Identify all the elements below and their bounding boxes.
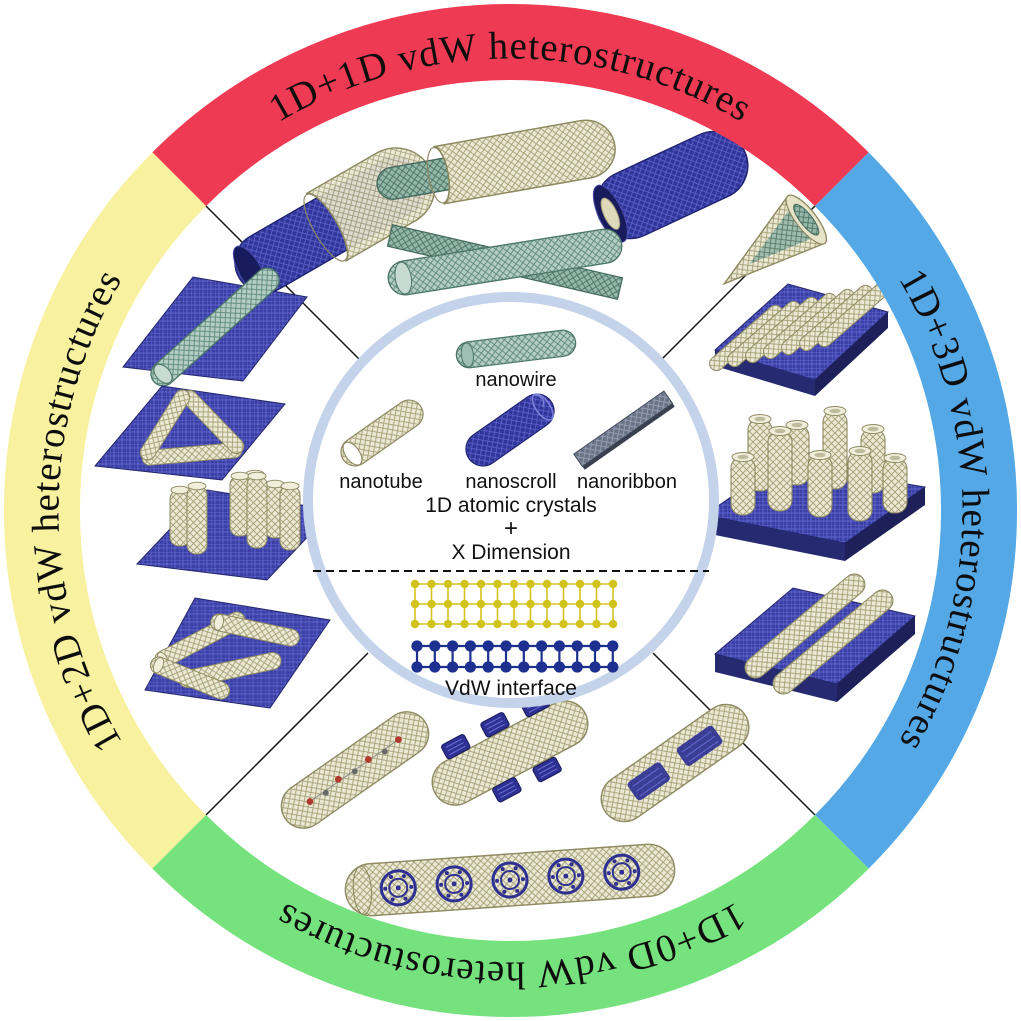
ring-segment-right	[814, 152, 1017, 869]
plus-sign: +	[504, 515, 518, 542]
divider-upper-left	[205, 205, 369, 369]
nanoscroll-label: nanoscroll	[465, 471, 556, 493]
nanowire-label: nanowire	[475, 369, 556, 391]
illustration-vertical-nanotubes-on-2d-sheet	[135, 469, 335, 581]
illustration-tapered-nanotube-cone	[722, 194, 828, 286]
illustration-molecules-in-nanotube	[280, 711, 430, 829]
vdw-interface-label: VdW interface	[445, 677, 577, 700]
illustration-nanoclusters-on-nanotube	[431, 691, 589, 806]
illustration-nanowires-in-nanotube	[600, 703, 750, 823]
illustration-scattered-nanotubes-on-2d-sheet	[144, 597, 331, 709]
illustration-nanotube-triangle-on-2d-sheet	[94, 385, 286, 481]
illustration-nanotube-in-open-sheath	[376, 119, 616, 205]
illustration-nanowire-in-nanotube	[592, 130, 749, 243]
nanoscroll-graphic	[465, 393, 555, 467]
divider-lower-left	[205, 652, 369, 816]
lower-lattice-graphic	[411, 640, 619, 673]
illustration-crossed-nanotube-and-nanoribbon	[386, 224, 624, 300]
crystals-line: 1D atomic crystals	[425, 494, 597, 517]
ring-band	[4, 4, 1017, 1017]
ring-segment-top	[152, 4, 869, 207]
illustration-parallel-nanotubes-on-crystal	[709, 280, 891, 396]
illustration-fullerene-chain-in-nanotube	[344, 843, 676, 917]
nanoribbon-graphic	[573, 390, 675, 470]
ring-segment-left	[4, 152, 207, 869]
dimension-line: X Dimension	[451, 541, 570, 564]
nanoribbon-label: nanoribbon	[577, 471, 677, 493]
illustration-nanotube-pair-on-crystal	[713, 573, 917, 702]
illustration-nanotube-on-2d-sheet	[122, 267, 308, 387]
ring-segment-bottom	[152, 814, 869, 1017]
nanowire-graphic	[455, 329, 577, 369]
illustration-vertical-nanotubes-on-crystal	[703, 406, 927, 561]
nanotube-label: nanotube	[339, 471, 422, 493]
nanotube-graphic	[340, 399, 424, 467]
upper-lattice-graphic	[410, 579, 618, 629]
